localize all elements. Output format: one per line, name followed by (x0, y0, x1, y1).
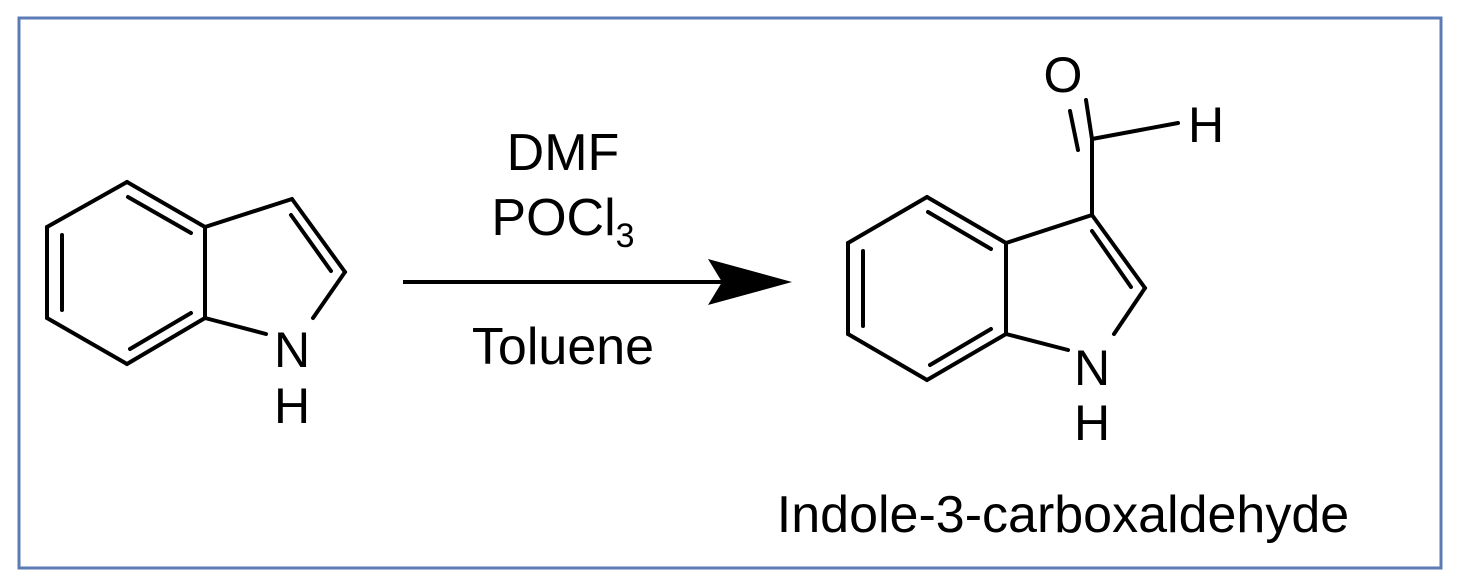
reactant-pyrrole-ring (203, 197, 347, 336)
reaction-arrow-head (708, 259, 792, 305)
reagent-pocl3-subscript: 3 (616, 217, 635, 255)
product-oxygen-label: O (1044, 47, 1083, 103)
product-name: Indole-3-carboxaldehyde (777, 486, 1349, 544)
reagent-pocl3: POCl3 (491, 189, 634, 255)
product-aldehyde-group (1068, 98, 1180, 217)
reactant-indole: N H (45, 180, 347, 434)
reactant-benzene-ring (45, 180, 207, 366)
reagent-pocl3-main: POCl (491, 189, 615, 247)
reaction-conditions: DMF POCl3 Toluene (472, 124, 654, 376)
product-hydrogen-label: H (1074, 395, 1110, 451)
product-aldehyde-hydrogen-label: H (1188, 97, 1224, 153)
reagent-dmf: DMF (507, 124, 620, 182)
solvent-toluene: Toluene (472, 318, 654, 376)
product-benzene-ring (846, 195, 1008, 382)
reactant-nitrogen-label: N (274, 322, 310, 378)
reactant-hydrogen-label: H (274, 378, 310, 434)
product-pyrrole-ring (1004, 213, 1147, 352)
product-indole-3-carboxaldehyde: O H N H (846, 47, 1224, 451)
reaction-arrow (403, 259, 792, 305)
product-nitrogen-label: N (1074, 340, 1110, 396)
